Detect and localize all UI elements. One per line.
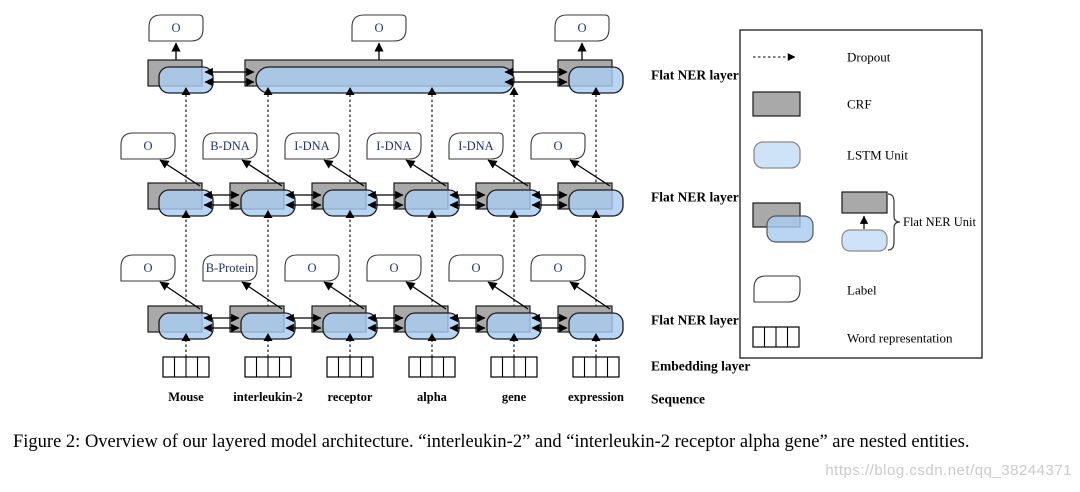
label-arrow — [569, 281, 611, 310]
legend-label: LSTM Unit — [847, 148, 908, 163]
label-tag — [202, 132, 258, 160]
entity-label: O — [143, 261, 152, 275]
lstm-unit — [255, 66, 515, 94]
dropout-arrowhead — [181, 210, 191, 218]
dropout-arrowhead — [509, 210, 519, 218]
entity-label: I-DNA — [458, 139, 493, 153]
dropout-arrowhead — [427, 210, 437, 218]
entity-label: I-DNA — [376, 139, 411, 153]
dropout-arrowhead — [263, 333, 273, 341]
figure-caption: Figure 2: Overview of our layered model … — [13, 432, 970, 452]
brace — [887, 193, 901, 251]
label-arrow — [159, 281, 201, 310]
entity-label: O — [471, 261, 480, 275]
entity-label: O — [143, 139, 152, 153]
label-arrow — [487, 159, 529, 187]
layer-annotation: Embedding layer — [651, 359, 750, 374]
label-tag — [530, 132, 586, 160]
entity-label: O — [374, 21, 383, 35]
dropout-arrowhead — [263, 87, 273, 95]
dropout-arrowhead — [345, 333, 355, 341]
label-arrow — [323, 281, 365, 310]
dropout-arrowhead — [591, 210, 601, 218]
dropout-arrowhead — [509, 87, 519, 95]
legend-crf-swatch — [752, 91, 801, 117]
legend-crf-box — [841, 191, 888, 214]
label-tag — [448, 132, 504, 160]
entity-label: O — [389, 261, 398, 275]
label-tag — [351, 14, 407, 42]
sequence-word: alpha — [417, 390, 448, 404]
label-arrow — [405, 281, 447, 310]
dropout-arrowhead — [591, 87, 601, 95]
dropout-arrowhead — [345, 210, 355, 218]
legend-label: Dropout — [847, 50, 891, 65]
label-tag — [366, 132, 422, 160]
dropout-arrowhead — [181, 87, 191, 95]
dropout-arrowhead — [509, 333, 519, 341]
dropout-arrowhead — [427, 333, 437, 341]
label-arrow — [569, 159, 611, 187]
legend-label: Word representation — [847, 331, 953, 346]
entity-label: O — [553, 139, 562, 153]
legend-lstm-overlap — [766, 215, 814, 243]
dropout-arrowhead — [345, 87, 355, 95]
label-tag — [366, 254, 422, 282]
label-tag — [120, 254, 176, 282]
dropout-arrowhead — [427, 87, 437, 95]
label-tag — [148, 14, 204, 42]
entity-label: I-DNA — [294, 139, 329, 153]
label-arrow — [405, 159, 447, 187]
dropout-arrowhead — [181, 333, 191, 341]
entity-label: O — [307, 261, 316, 275]
layer-annotation: Flat NER layer — [651, 68, 739, 83]
legend-label: Flat NER Unit — [903, 215, 976, 229]
label-tag — [120, 132, 176, 160]
label-arrow — [241, 159, 283, 187]
legend-lstm-swatch — [753, 141, 801, 169]
label-tag — [554, 14, 610, 42]
legend-lstm-box — [841, 229, 888, 252]
label-tag — [202, 254, 258, 282]
layer-annotation: Sequence — [651, 392, 705, 407]
label-arrow — [323, 159, 365, 187]
label-arrow — [159, 159, 201, 187]
label-tag — [530, 254, 586, 282]
entity-label: O — [577, 21, 586, 35]
label-tag — [284, 254, 340, 282]
legend-label-swatch — [753, 275, 801, 303]
architecture-diagram: O B-Protein O O O O O B-DNA I-DNA I-DNA I-DNA O O O O M… — [120, 14, 983, 407]
layer-annotation: Flat NER layer — [651, 190, 739, 205]
entity-label: B-DNA — [210, 139, 250, 153]
watermark-url: https://blog.csdn.net/qq_38244371 — [825, 462, 1072, 479]
dropout-arrowhead — [263, 210, 273, 218]
dropout-arrowhead — [591, 333, 601, 341]
legend-label: CRF — [847, 97, 872, 112]
entity-label: B-Protein — [206, 261, 255, 275]
label-arrow — [241, 281, 283, 310]
sequence-word: receptor — [328, 390, 373, 404]
label-tag — [284, 132, 340, 160]
entity-label: O — [171, 21, 180, 35]
sequence-word: expression — [568, 390, 624, 404]
label-tag — [448, 254, 504, 282]
sequence-word: Mouse — [168, 390, 204, 404]
sequence-word: gene — [502, 390, 527, 404]
entity-label: O — [553, 261, 562, 275]
legend-label: Label — [847, 283, 877, 298]
sequence-word: interleukin-2 — [233, 390, 302, 404]
layer-annotation: Flat NER layer — [651, 313, 739, 328]
label-arrow — [487, 281, 529, 310]
